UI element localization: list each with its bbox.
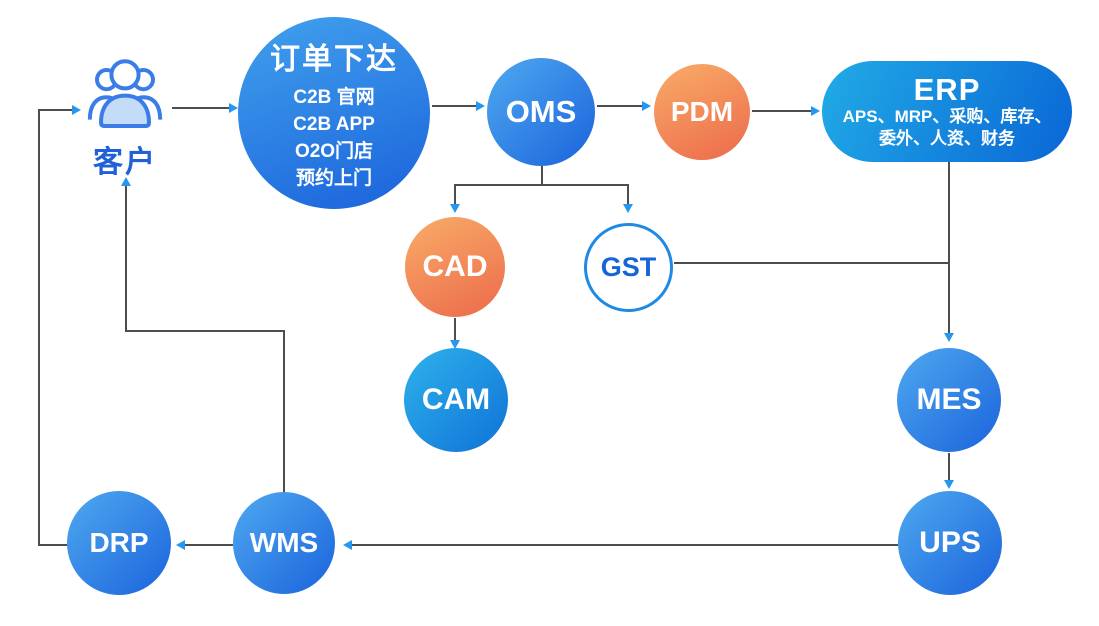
cad-node: CAD [405, 217, 505, 317]
edge-pdm-erp-arrowhead [811, 106, 820, 116]
gst-node: GST [584, 223, 673, 312]
erp-title: ERP [913, 71, 981, 107]
edge-oms-gst-drop [627, 184, 629, 205]
edge-ups-wms-arrowhead [343, 540, 352, 550]
erp-subtitle-line1: APS、MRP、采购、库存、 [842, 106, 1052, 126]
mes-node: MES [897, 348, 1001, 452]
edge-customer-order-arrowhead [229, 103, 238, 113]
cam-node: CAM [404, 348, 508, 452]
edge-oms-pdm-arrowhead [642, 101, 651, 111]
wms-node: WMS [233, 492, 335, 594]
customers-icon [87, 59, 163, 128]
gst-label: GST [600, 252, 657, 282]
edge-cad-cam-line [454, 318, 456, 341]
edge-erp-mes-line [948, 162, 950, 334]
edge-cad-cam-arrowhead [450, 340, 460, 349]
edge-oms-cad-drop [454, 184, 456, 205]
edge-drp-customer-top [40, 109, 73, 111]
edge-wms-drp-arrowhead [176, 540, 185, 550]
ups-node: UPS [898, 491, 1002, 595]
edge-wms-customer-vertical1 [283, 330, 285, 492]
order-item-c2b-web: C2B 官网 [293, 87, 375, 108]
edge-wms-drp-line [184, 544, 233, 546]
ups-label: UPS [919, 526, 981, 559]
mes-label: MES [916, 383, 982, 416]
edge-drp-customer-arrowhead [72, 105, 81, 115]
order-node: 订单下达 C2B 官网 C2B APP O2O门店 预约上门 [238, 17, 430, 209]
drp-label: DRP [89, 527, 149, 558]
edge-wms-customer-arrowhead [121, 177, 131, 186]
order-item-appointment: 预约上门 [295, 168, 372, 189]
edge-oms-pdm-line [597, 105, 643, 107]
drp-node: DRP [67, 491, 171, 595]
edge-ups-wms-line [351, 544, 898, 546]
edge-oms-branch-stem [541, 166, 543, 186]
edge-wms-customer-horizontal [125, 330, 285, 332]
order-title: 订单下达 [270, 43, 398, 76]
cam-label: CAM [421, 383, 491, 416]
pdm-node: PDM [654, 64, 750, 160]
customer-label: 客户 [93, 146, 157, 179]
edge-mes-ups-arrowhead [944, 480, 954, 489]
edge-oms-branch-horizontal [454, 184, 629, 186]
order-item-o2o-store: O2O门店 [294, 141, 374, 162]
cad-label: CAD [422, 250, 488, 283]
erp-node: ERP APS、MRP、采购、库存、 委外、人资、财务 [822, 61, 1072, 162]
wms-label: WMS [249, 527, 319, 558]
edge-pdm-erp-line [752, 110, 812, 112]
edge-mes-ups-line [948, 453, 950, 481]
edge-oms-gst-arrowhead [623, 204, 633, 213]
customer-node [85, 52, 165, 136]
edge-drp-customer-vertical [38, 109, 40, 546]
edge-customer-order-line [172, 107, 230, 109]
edge-erp-mes-arrowhead [944, 333, 954, 342]
edge-oms-cad-arrowhead [450, 204, 460, 213]
pdm-label: PDM [670, 96, 734, 127]
edge-order-oms-arrowhead [476, 101, 485, 111]
order-item-c2b-app: C2B APP [293, 114, 375, 135]
edge-order-oms-line [432, 105, 477, 107]
oms-node: OMS [487, 58, 595, 166]
edge-gst-junction-line [674, 262, 950, 264]
edge-drp-customer-bottom [38, 544, 68, 546]
erp-subtitle-line2: 委外、人资、财务 [879, 128, 1015, 148]
edge-wms-customer-vertical2 [125, 186, 127, 331]
oms-label: OMS [505, 94, 577, 129]
